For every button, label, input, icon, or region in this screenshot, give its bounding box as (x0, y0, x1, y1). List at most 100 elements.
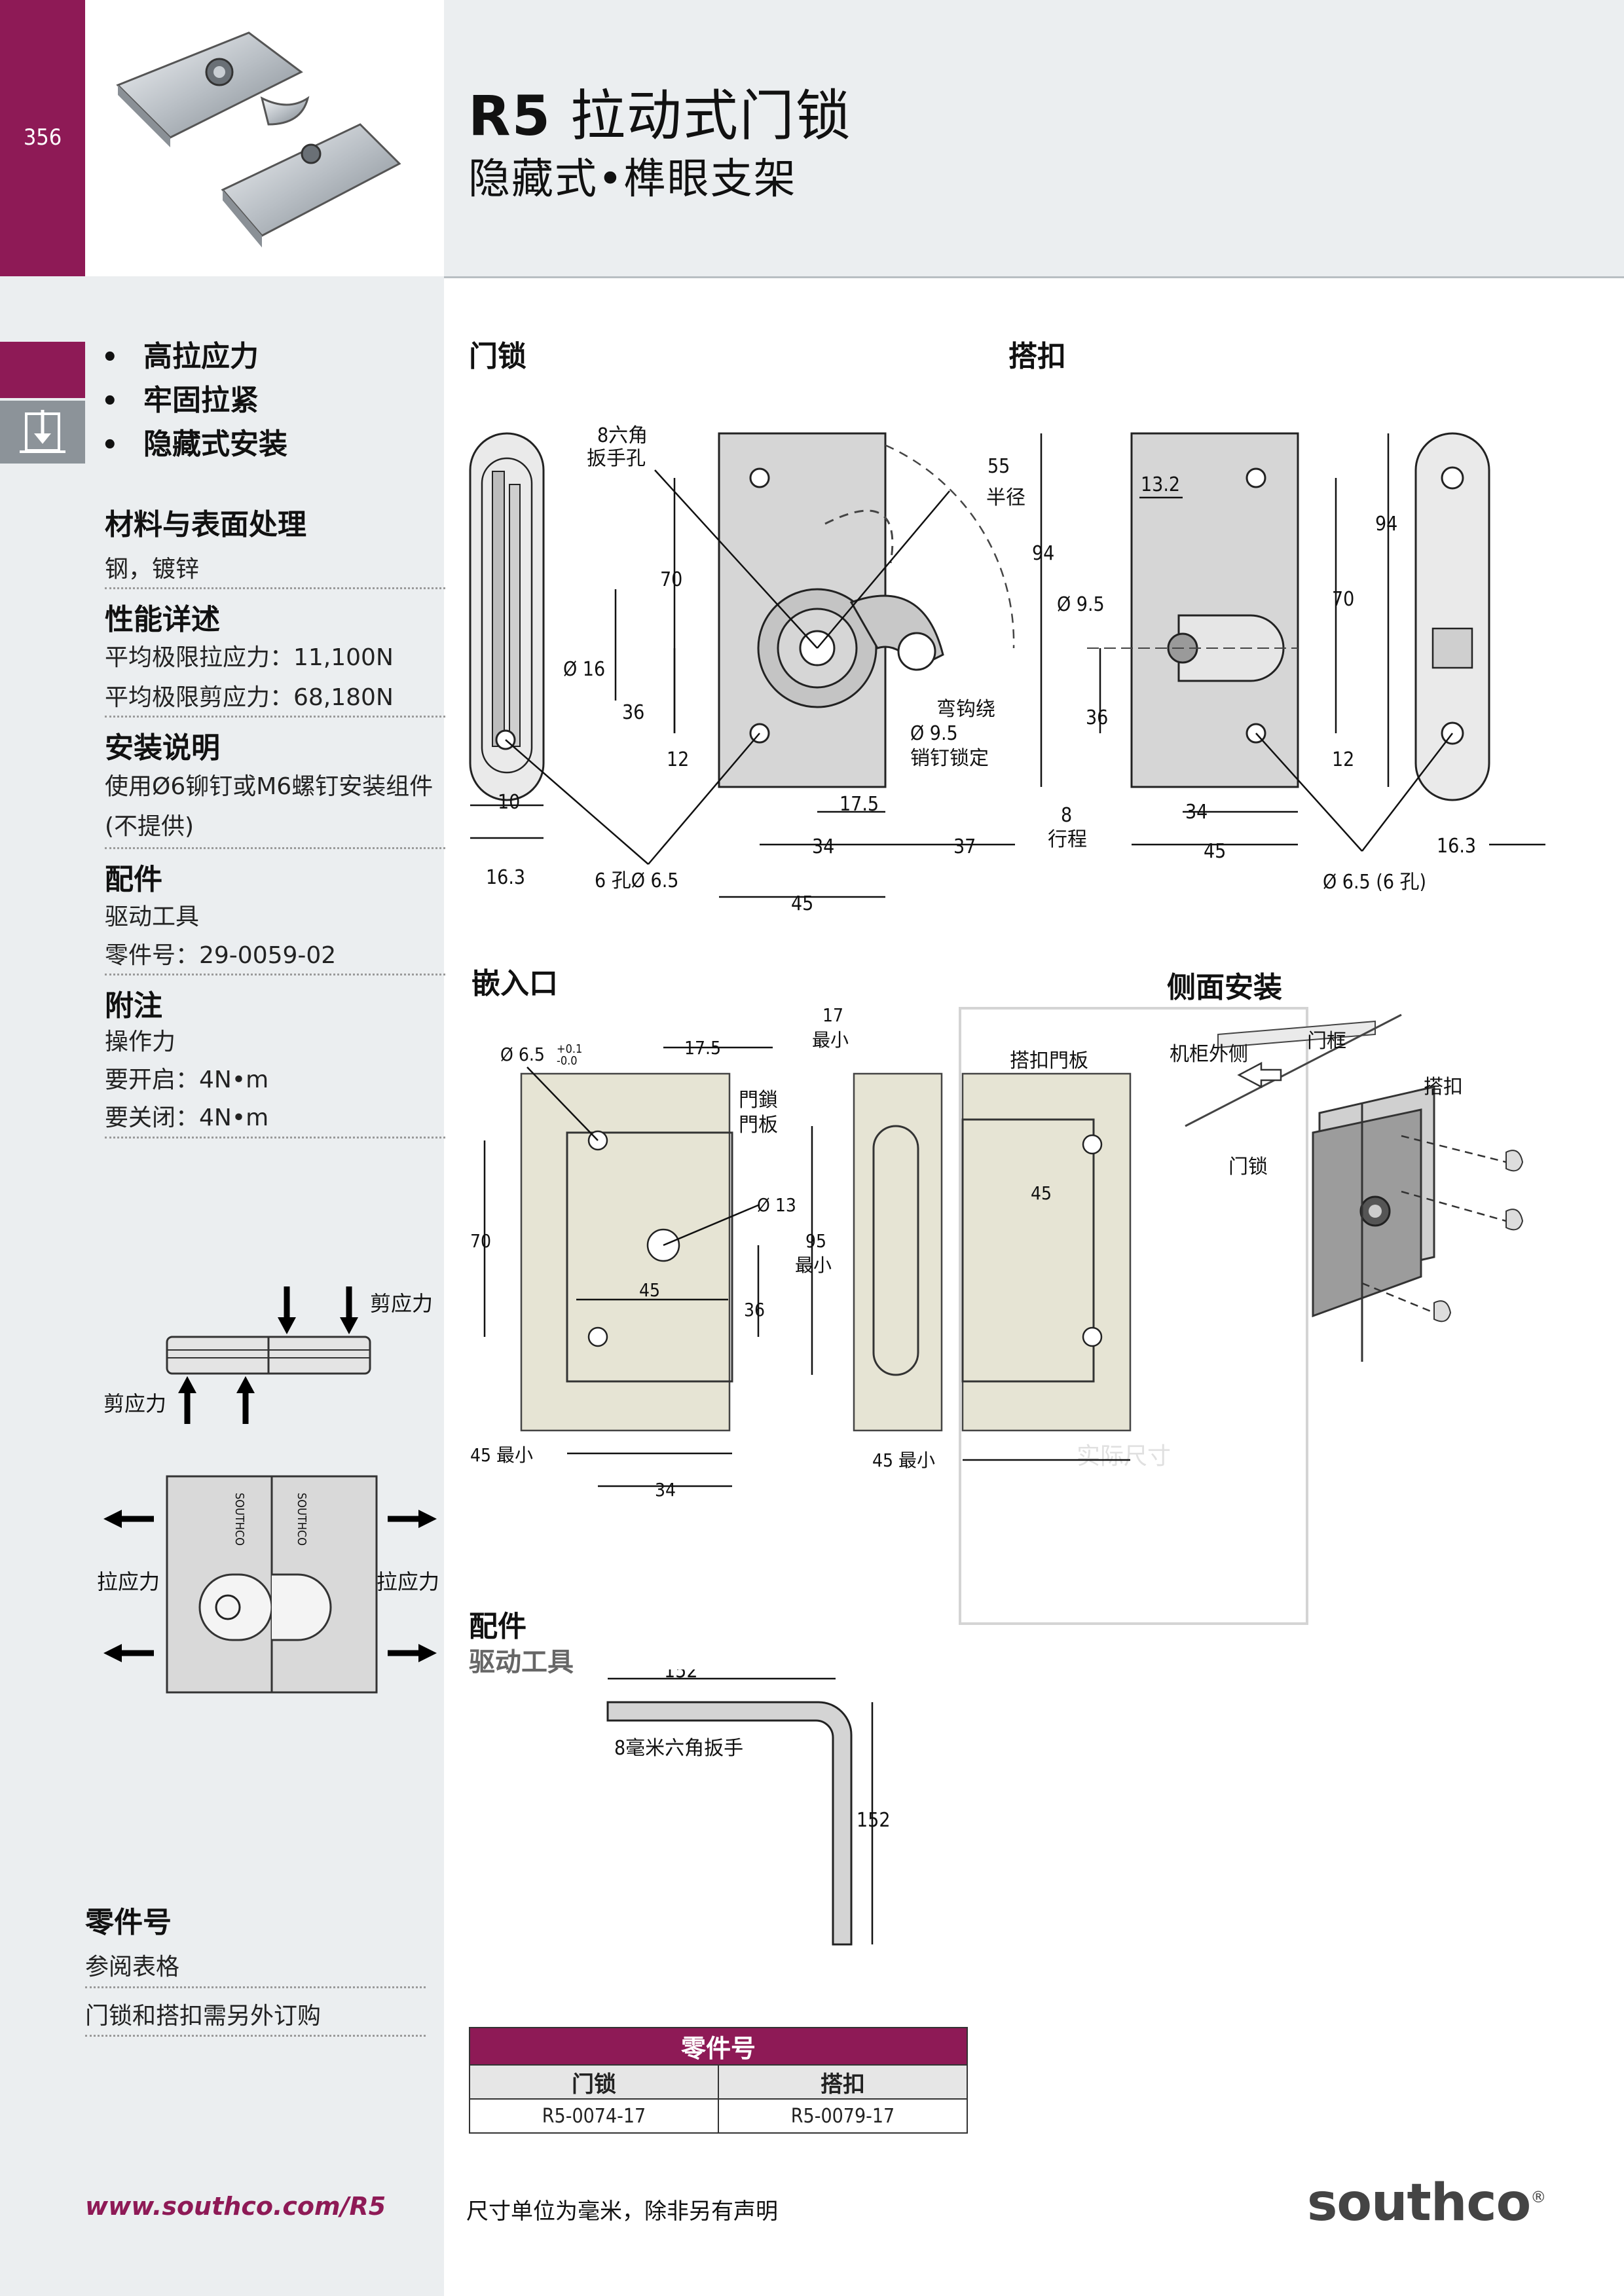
divider (105, 587, 445, 589)
feature-high-tensile: 高拉应力 (101, 333, 259, 374)
keeper-heading: 搭扣 (1008, 340, 1066, 373)
cutout-dim-45-min: 45 最小 (470, 1444, 533, 1466)
divider (105, 716, 445, 718)
divider (105, 1137, 445, 1139)
dim-45: 45 (791, 892, 813, 915)
cutout-dim-45: 45 (639, 1279, 660, 1301)
cutout-dim-70: 70 (470, 1230, 491, 1252)
latch-panel (520, 1072, 731, 1432)
divider (85, 1986, 426, 1988)
actual-size-label: 实际尺寸 (1077, 1443, 1171, 1470)
keeper-dim-70: 70 (1332, 588, 1354, 611)
hex-wrench (606, 1701, 853, 1946)
outside-arrow-icon (1237, 1061, 1282, 1089)
tensile-arrow-icon (103, 1510, 437, 1662)
keeper-panel-dim-45: 45 (1031, 1182, 1052, 1204)
hook-label-1: 弯钩绕 (936, 698, 995, 721)
feature-concealed: 隐藏式安装 (101, 420, 287, 462)
tool-dim-vertical: 152 (857, 1809, 891, 1832)
units-note: 尺寸单位为毫米，除非另有声明 (466, 2198, 778, 2225)
slot-dim-17: 17 (822, 1004, 843, 1026)
force-diagrams: 剪应力 剪应力 SOUTHCO SOUTHCO 拉应力 拉应力 (97, 1286, 439, 1694)
accessory-section-heading: 配件 (469, 1610, 526, 1643)
mounting-icon (20, 410, 65, 453)
slot-dim-95: 95 (805, 1230, 826, 1252)
divider (105, 974, 445, 975)
shear-label-top: 剪应力 (370, 1291, 433, 1316)
install-heading: 安装说明 (105, 731, 220, 765)
table-title: 零件号 (469, 2027, 968, 2066)
slot-dim-45-min: 45 最小 (872, 1449, 935, 1471)
tensile-label-right: 拉应力 (377, 1569, 439, 1594)
drive-tool-heading: 驱动工具 (469, 1647, 574, 1677)
keeper-dim-94: 94 (1375, 513, 1397, 536)
divider (85, 2035, 426, 2037)
brand-logo: southco® (1307, 2174, 1546, 2232)
shear-arrow-icon (178, 1286, 358, 1424)
cutout-dim-13: Ø 13 (757, 1194, 796, 1216)
tensile-strength: 平均极限拉应力：11,100N (105, 644, 394, 671)
header-band (444, 0, 1624, 278)
brand-name: southco (1307, 2174, 1531, 2232)
dim-hex-1: 8六角 (597, 424, 648, 447)
dim-16-3: 16.3 (486, 866, 525, 889)
table-row: R5-0074-17 R5-0079-17 (469, 2098, 968, 2134)
keeper-dim-12: 12 (1332, 748, 1354, 771)
dim-34: 34 (812, 835, 834, 858)
cutout-dim-17-5: 17.5 (684, 1037, 721, 1059)
shear-label-bottom: 剪应力 (103, 1391, 166, 1416)
slot-panel (853, 1072, 943, 1432)
drive-tool-drawing: 152 152 8毫米六角扳手 (606, 1669, 891, 1946)
keeper-side-profile (1414, 432, 1490, 801)
page-subtitle: 隐藏式•榫眼支架 (468, 155, 797, 204)
dim-8: 8 (1061, 804, 1072, 827)
side-mount-illustration (1185, 1013, 1524, 1362)
keeper-dim-9-5: Ø 9.5 (1057, 593, 1105, 616)
dim-17-5: 17.5 (840, 793, 879, 816)
tool-dim-horizontal: 152 (664, 1669, 698, 1683)
actual-size-outline (959, 1007, 1308, 1625)
keeper-part-number: R5-0079-17 (718, 2098, 968, 2134)
slot-dim-min: 最小 (812, 1029, 849, 1051)
dim-10: 10 (498, 791, 520, 814)
page-number: 356 (23, 124, 62, 151)
accessory-name: 驱动工具 (105, 903, 200, 930)
keeper-panel-label: 搭扣門板 (1010, 1049, 1088, 1072)
dim-holes: 6 孔Ø 6.5 (595, 869, 678, 892)
page-tab (0, 0, 85, 276)
cutout-dim-36: 36 (744, 1299, 765, 1321)
accessory-part: 零件号：29-0059-02 (105, 942, 337, 969)
cutout-tol-minus: -0.0 (557, 1054, 578, 1068)
part-number-heading: 零件号 (85, 1906, 172, 1939)
install-text: 使用Ø6铆钉或M6螺钉安装组件 (105, 773, 434, 800)
side-mount-heading: 侧面安装 (1167, 971, 1282, 1004)
close-force: 要关闭：4N•m (105, 1104, 269, 1131)
keeper-dim-45: 45 (1204, 840, 1226, 863)
hook-label-2: Ø 9.5 (910, 722, 958, 745)
material-heading: 材料与表面处理 (105, 508, 306, 541)
dim-radius: 半径 (986, 486, 1025, 509)
latch-part-number: R5-0074-17 (469, 2098, 719, 2134)
slot-dim-min-2: 最小 (795, 1254, 832, 1276)
side-label-keeper: 搭扣 (1424, 1076, 1463, 1099)
side-label-frame: 门框 (1307, 1030, 1346, 1053)
brand-mark-right: SOUTHCO (295, 1493, 308, 1546)
table-col-keeper: 搭扣 (718, 2064, 968, 2100)
model-name: R5 (468, 84, 552, 148)
install-note: (不提供) (105, 813, 194, 840)
performance-heading: 性能详述 (105, 603, 220, 636)
hook-label-3: 销钉锁定 (910, 747, 989, 770)
registered-mark: ® (1530, 2188, 1546, 2206)
cutout-heading: 嵌入口 (471, 967, 558, 1000)
side-label-outside: 机柜外侧 (1170, 1043, 1248, 1066)
product-name: 拉动式门锁 (570, 84, 852, 148)
accessory-heading: 配件 (105, 863, 162, 896)
product-photo (85, 0, 444, 276)
open-force: 要开启：4N•m (105, 1066, 269, 1093)
keeper-dim-34: 34 (1185, 801, 1208, 824)
cutout-tol-plus: +0.1 (557, 1042, 582, 1056)
website-link[interactable]: www.southco.com/R5 (85, 2192, 386, 2221)
part-number-table: 零件号 门锁 搭扣 R5-0074-17 R5-0079-17 (469, 2027, 968, 2134)
cutout-dim-34: 34 (655, 1479, 676, 1501)
tensile-label-left: 拉应力 (97, 1569, 160, 1594)
